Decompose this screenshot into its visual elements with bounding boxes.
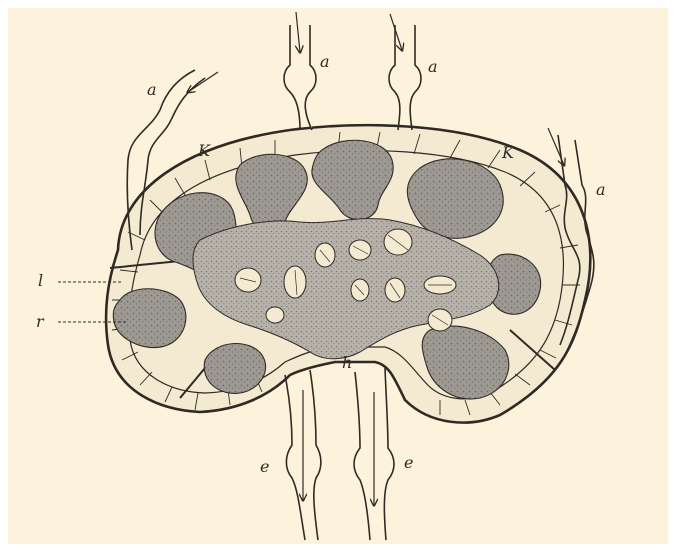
label-capsule-left: K: [197, 141, 211, 160]
label-afferent-top-left: a: [320, 52, 330, 71]
label-efferent-left: e: [260, 457, 269, 476]
label-afferent-left: a: [147, 80, 157, 99]
label-afferent-right: a: [596, 180, 606, 199]
label-cortex-follicle: r: [36, 312, 45, 331]
label-afferent-top-right: a: [428, 57, 438, 76]
label-efferent-right: e: [404, 453, 413, 472]
label-lymph-sinus: l: [38, 271, 43, 290]
label-hilus: h: [342, 353, 352, 372]
label-capsule-right: K: [501, 143, 515, 162]
